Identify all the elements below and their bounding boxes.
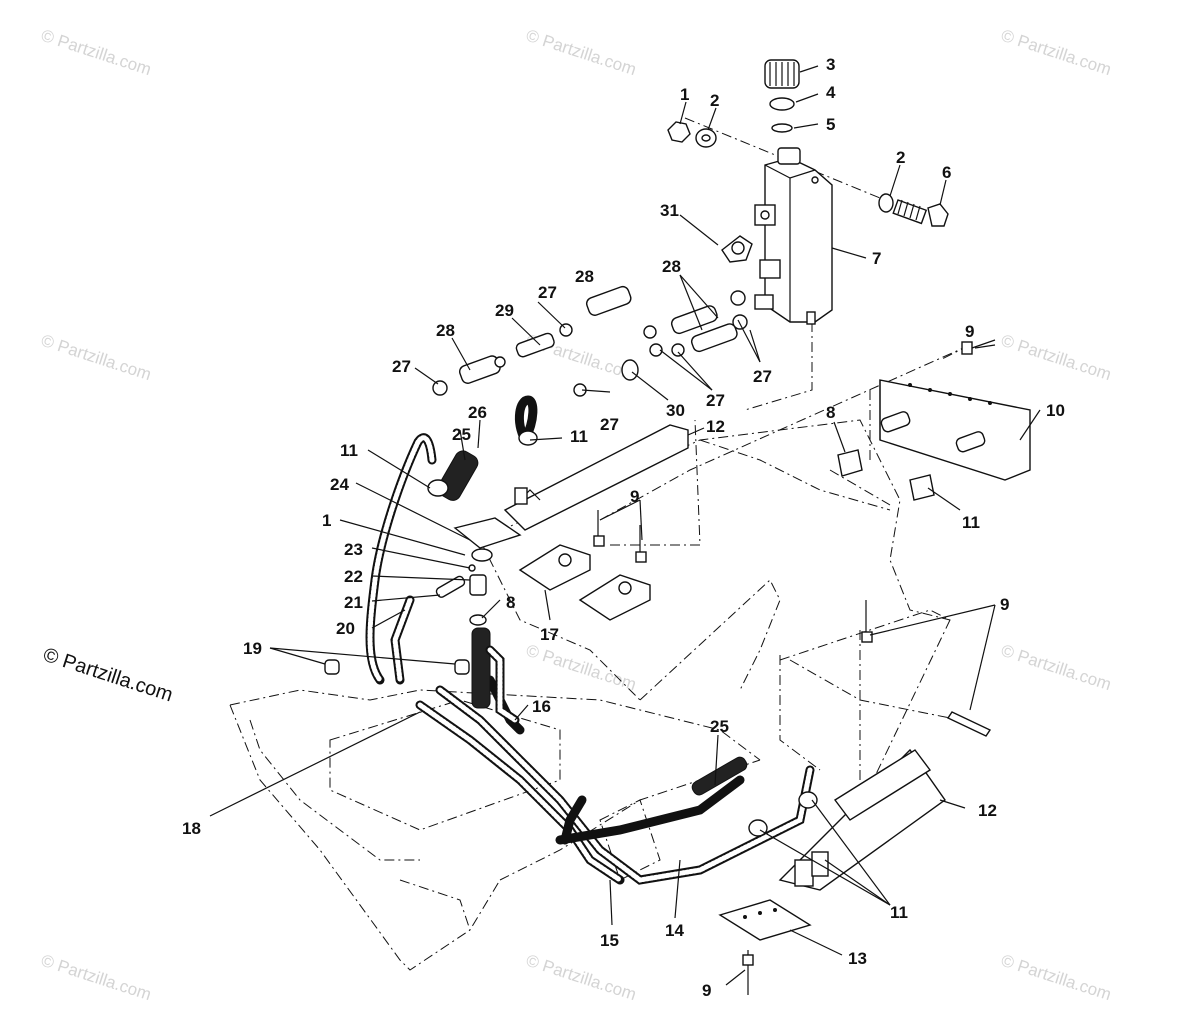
callout-27b: 27 bbox=[392, 357, 411, 376]
callout-16: 16 bbox=[532, 697, 551, 716]
callout-11d: 11 bbox=[890, 903, 908, 922]
hose-16 bbox=[485, 645, 520, 725]
callout-25a: 25 bbox=[452, 425, 471, 444]
callout-12b: 12 bbox=[978, 801, 997, 820]
mount-hardware bbox=[667, 121, 949, 227]
callout-9c: 9 bbox=[702, 981, 711, 1000]
fittings bbox=[324, 517, 522, 675]
bracket-12-bottom bbox=[778, 748, 946, 891]
callout-6: 6 bbox=[942, 163, 951, 182]
watermarks: © Partzilla.com © Partzilla.com © Partzi… bbox=[39, 26, 1114, 1004]
callout-9b: 9 bbox=[1000, 595, 1009, 614]
callout-28a: 28 bbox=[662, 257, 681, 276]
watermark: © Partzilla.com bbox=[39, 331, 154, 384]
small-hose-cluster bbox=[432, 285, 748, 397]
plate-13 bbox=[718, 899, 812, 941]
callout-28c: 28 bbox=[436, 321, 455, 340]
clip-31 bbox=[721, 235, 753, 263]
callout-19: 19 bbox=[243, 639, 262, 658]
clamps bbox=[427, 430, 935, 837]
callout-30: 30 bbox=[666, 401, 685, 420]
watermark: © Partzilla.com bbox=[999, 331, 1114, 384]
callout-7: 7 bbox=[872, 249, 881, 268]
bracket-10 bbox=[879, 379, 1031, 481]
callout-17: 17 bbox=[540, 625, 559, 644]
callout-28b: 28 bbox=[575, 267, 594, 286]
callout-1b: 1 bbox=[322, 511, 331, 530]
callout-27d: 27 bbox=[706, 391, 725, 410]
bracket-12-top bbox=[503, 424, 689, 531]
callout-31: 31 bbox=[660, 201, 679, 220]
callout-3: 3 bbox=[826, 55, 835, 74]
callout-14: 14 bbox=[665, 921, 684, 940]
rivets bbox=[593, 339, 996, 995]
callout-27c: 27 bbox=[753, 367, 772, 386]
reservoir-cap bbox=[764, 59, 800, 133]
callout-9a: 9 bbox=[630, 487, 639, 506]
callout-29: 29 bbox=[495, 301, 514, 320]
callout-leaders bbox=[209, 65, 1041, 986]
callout-22: 22 bbox=[344, 567, 363, 586]
callout-24: 24 bbox=[330, 475, 349, 494]
callout-1: 1 bbox=[680, 85, 689, 104]
callout-labels: 1 2 3 4 5 2 6 7 31 28 27 28 29 27 28 27 … bbox=[182, 55, 1065, 1000]
callout-11a: 11 bbox=[570, 427, 588, 446]
callout-10: 10 bbox=[1046, 401, 1065, 420]
callout-26: 26 bbox=[468, 403, 487, 422]
callout-8a: 8 bbox=[506, 593, 515, 612]
watermark: © Partzilla.com bbox=[524, 641, 639, 694]
callout-9d: 9 bbox=[965, 322, 974, 341]
callout-12a: 12 bbox=[706, 417, 725, 436]
watermark: © Partzilla.com bbox=[39, 26, 154, 79]
watermark: © Partzilla.com bbox=[999, 951, 1114, 1004]
watermark: © Partzilla.com bbox=[524, 951, 639, 1004]
callout-25b: 25 bbox=[710, 717, 729, 736]
callout-27a: 27 bbox=[538, 283, 557, 302]
callout-2b: 2 bbox=[896, 148, 905, 167]
callout-20: 20 bbox=[336, 619, 355, 638]
callout-5: 5 bbox=[826, 115, 835, 134]
callout-8b: 8 bbox=[826, 403, 835, 422]
callout-18: 18 bbox=[182, 819, 201, 838]
copyright-label: © Partzilla.com bbox=[40, 644, 175, 707]
callout-4: 4 bbox=[826, 83, 836, 102]
chassis-outline bbox=[229, 419, 951, 971]
watermark: © Partzilla.com bbox=[999, 26, 1114, 79]
callout-27e: 27 bbox=[600, 415, 619, 434]
callout-2: 2 bbox=[710, 91, 719, 110]
watermark: © Partzilla.com bbox=[524, 26, 639, 79]
callout-13: 13 bbox=[848, 949, 867, 968]
watermark: © Partzilla.com bbox=[39, 951, 154, 1004]
callout-21: 21 bbox=[344, 593, 363, 612]
callout-23: 23 bbox=[344, 540, 363, 559]
callout-11c: 11 bbox=[962, 513, 980, 532]
callout-15: 15 bbox=[600, 931, 619, 950]
coolant-hoses bbox=[365, 395, 815, 885]
watermark: © Partzilla.com bbox=[999, 641, 1114, 694]
callout-11b: 11 bbox=[340, 441, 358, 460]
coolant-reservoir bbox=[754, 147, 833, 325]
bracket-17 bbox=[518, 544, 651, 621]
